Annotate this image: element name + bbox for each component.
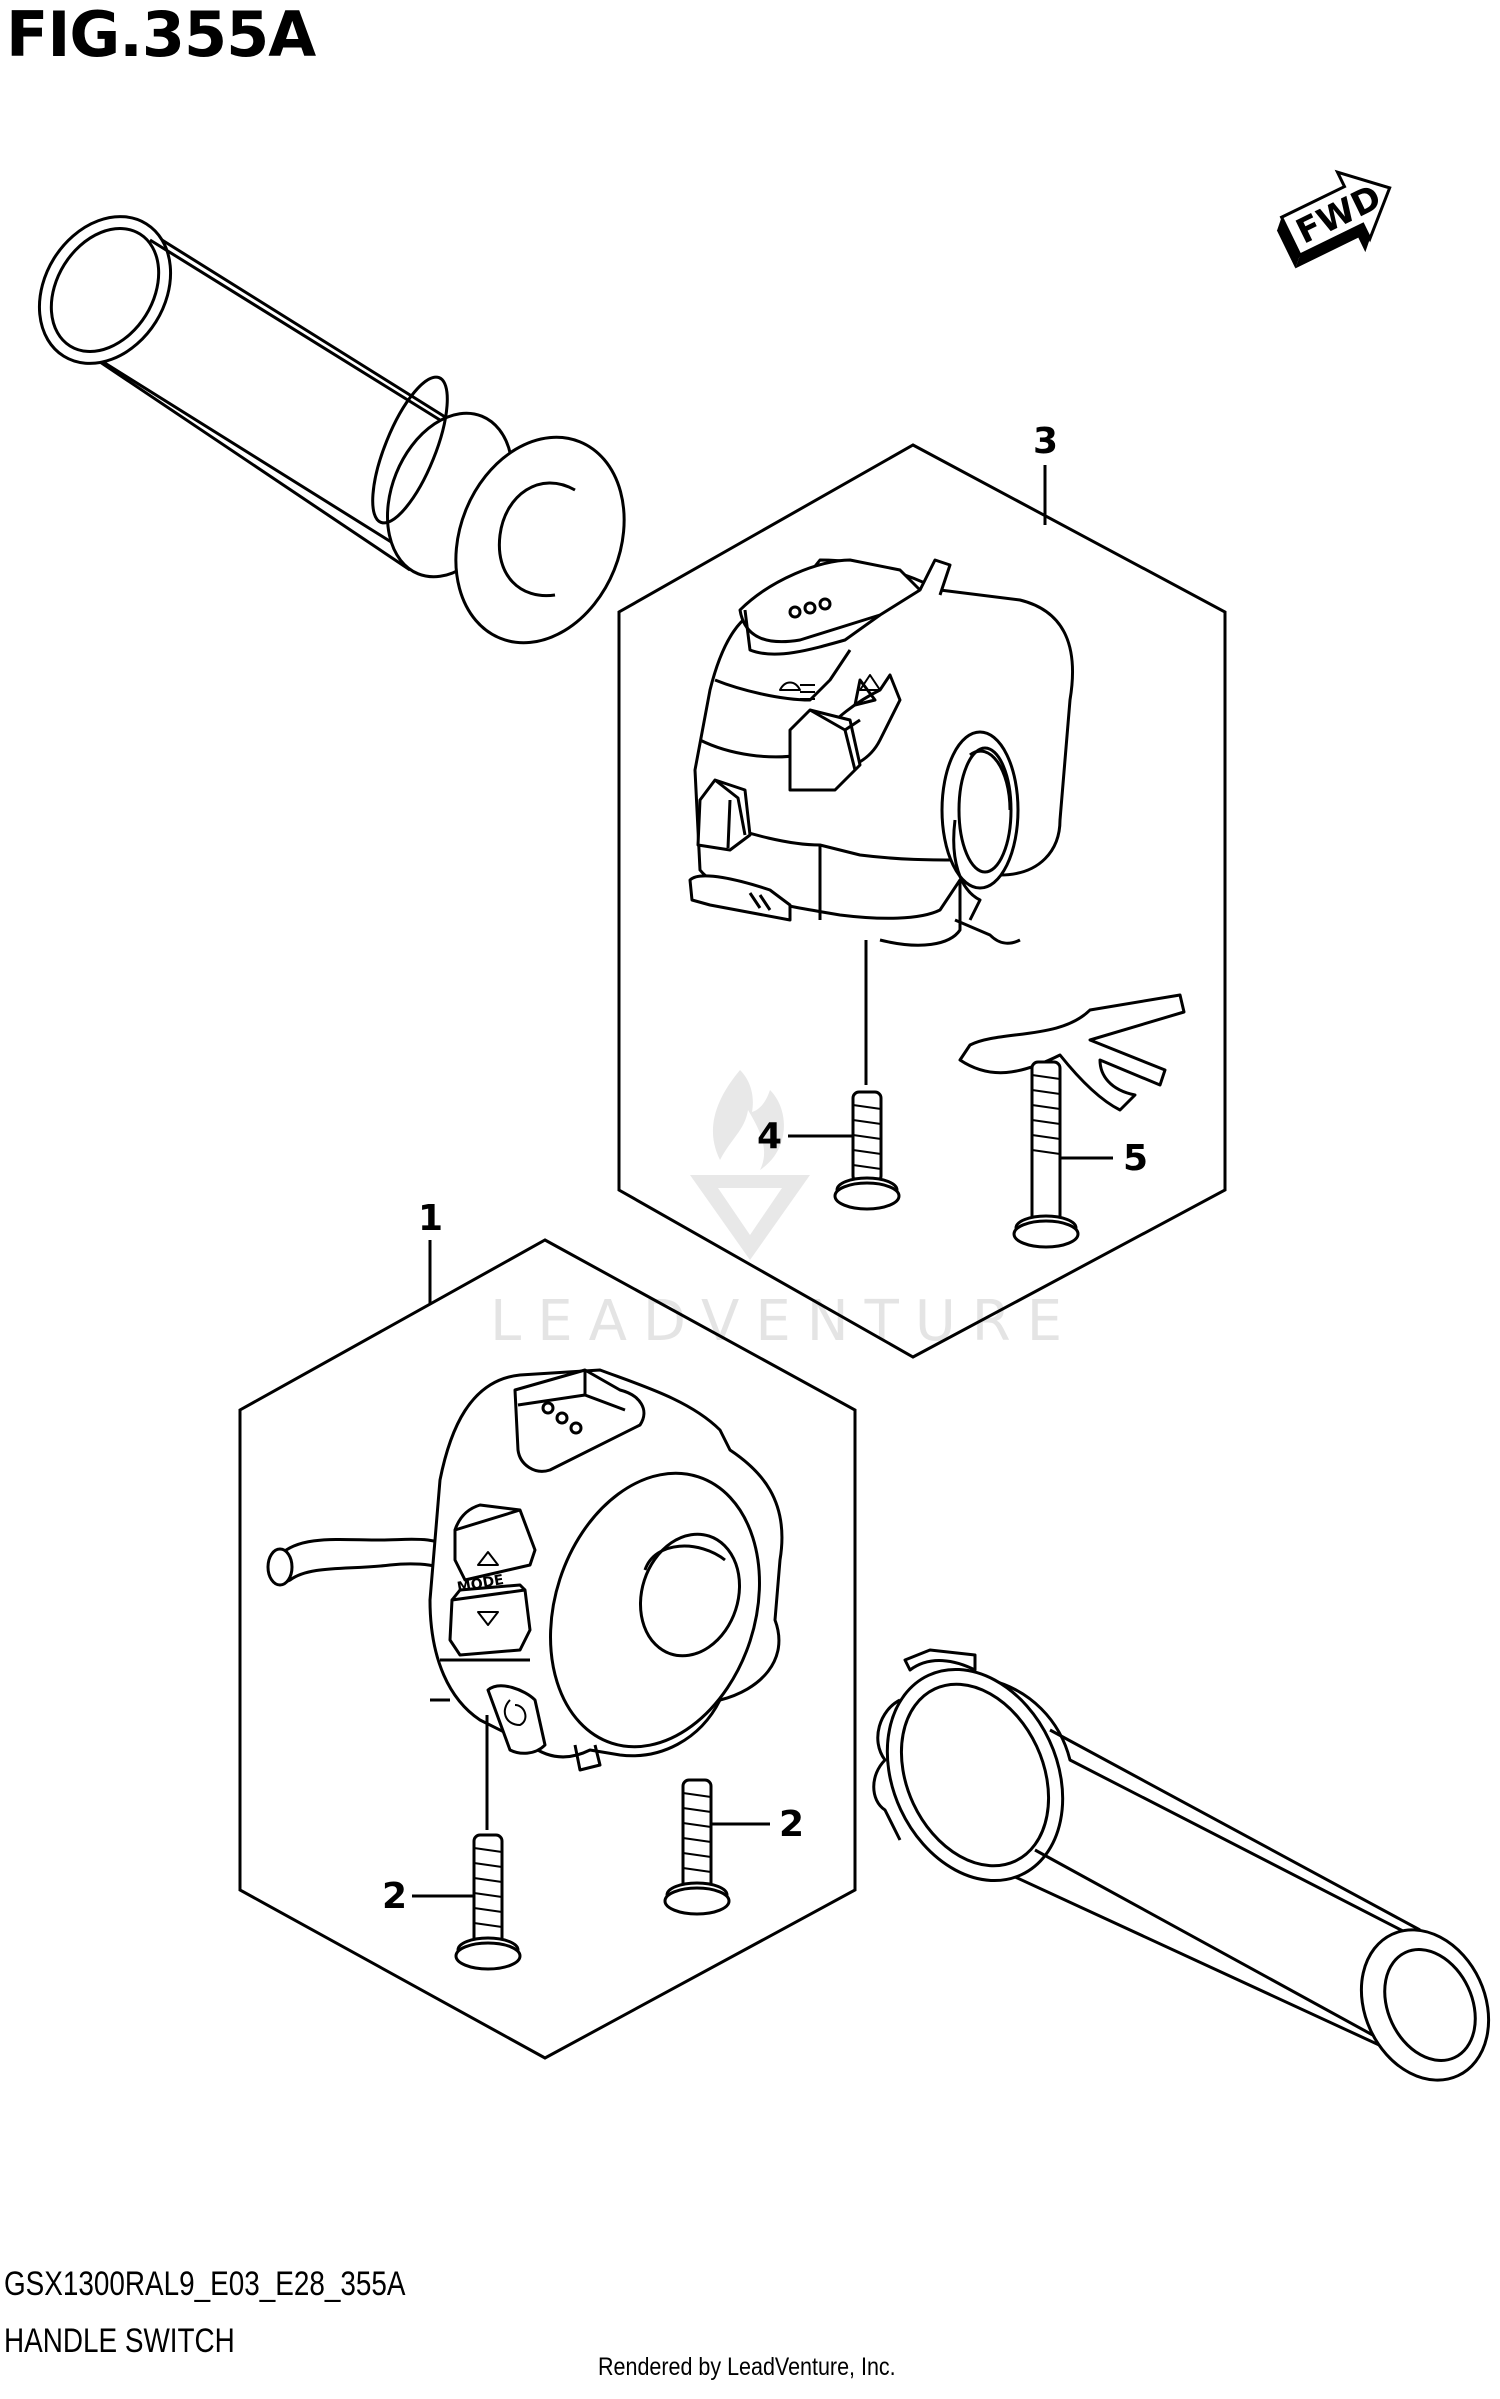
model-code-label: GSX1300RAL9_E03_E28_355A bbox=[4, 2265, 406, 2303]
rendered-by-credit: Rendered by LeadVenture, Inc. bbox=[598, 2353, 896, 2381]
callout-1: 1 bbox=[418, 1198, 443, 1239]
fwd-direction-arrow: FWD bbox=[1276, 169, 1392, 269]
right-handle-switch-assembly bbox=[688, 558, 1186, 1112]
leadventure-watermark: LEADVENTURE bbox=[490, 1070, 1078, 1354]
screw-2-left bbox=[454, 1833, 522, 1971]
callout-3: 3 bbox=[1033, 421, 1058, 462]
kit-outline-1 bbox=[238, 1238, 857, 2060]
watermark-flame-icon bbox=[690, 1070, 810, 1260]
screw-5 bbox=[1012, 1060, 1080, 1249]
callout-2-right: 2 bbox=[779, 1804, 804, 1845]
left-handle-switch-assembly: MODE bbox=[266, 1368, 784, 1772]
handlebar-grip-right bbox=[872, 1648, 1491, 2082]
callout-5: 5 bbox=[1123, 1138, 1148, 1179]
screw-2-right bbox=[663, 1778, 731, 1916]
kit-outline-3 bbox=[617, 443, 1227, 1359]
handlebar-grip-left bbox=[37, 215, 626, 645]
section-name-label: HANDLE SWITCH bbox=[4, 2322, 235, 2360]
callout-2-left: 2 bbox=[382, 1876, 407, 1917]
watermark-text: LEADVENTURE bbox=[490, 1289, 1078, 1354]
figure-title: FIG.355A bbox=[6, 0, 316, 71]
callout-4: 4 bbox=[757, 1116, 782, 1157]
screw-4 bbox=[833, 1090, 901, 1211]
